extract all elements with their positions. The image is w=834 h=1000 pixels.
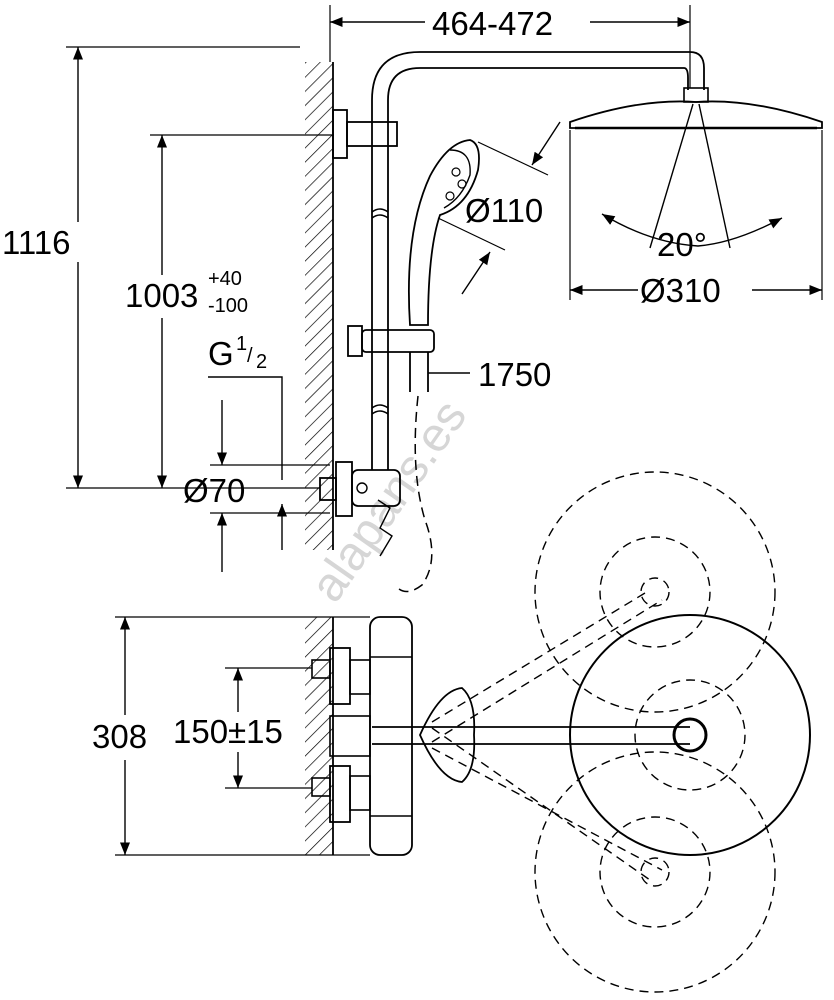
head-shower: [569, 87, 823, 300]
dim-flange: [210, 400, 330, 572]
dim-center-distance: [225, 667, 312, 789]
label-adjust-height: 1003: [125, 277, 198, 314]
wall-lower: [305, 617, 333, 855]
dim-arm-length: [329, 5, 691, 88]
label-arm-length: 464-472: [432, 5, 553, 42]
side-view: [66, 5, 823, 593]
label-thread-den: 2: [256, 351, 267, 373]
thermostat-plan: [311, 616, 413, 856]
upper-wall-bracket: [332, 109, 398, 159]
head-shower-plan: [569, 614, 811, 856]
label-flange-diameter: Ø70: [183, 472, 245, 509]
label-hand-shower-diameter: Ø110: [465, 192, 543, 229]
dim-thread: [208, 376, 288, 550]
hand-shower: [408, 121, 561, 326]
dimension-labels: 464-472 1116 1003 +40 -100 G 1 / 2 Ø70 Ø…: [2, 5, 721, 755]
hand-shower-plan: [419, 687, 476, 783]
slider-holder: [347, 325, 470, 392]
dim-adjust-height: [150, 134, 334, 488]
label-adjust-tol-plus: +40: [208, 268, 242, 290]
label-mixer-height: 308: [92, 718, 147, 755]
wall-upper: [305, 62, 333, 550]
label-thread-prefix: G: [208, 335, 234, 372]
plan-view: [115, 471, 811, 993]
dim-total-height: [66, 46, 320, 489]
label-adjust-tol-minus: -100: [208, 295, 248, 317]
dim-mixer-height: [115, 616, 370, 856]
thermostat-side: [319, 461, 401, 557]
label-head-shower-diameter: Ø310: [640, 272, 721, 309]
label-thread-slash: /: [247, 345, 253, 367]
label-tilt-angle: 20°: [657, 226, 707, 263]
label-center-distance: 150±15: [173, 713, 283, 750]
label-thread-num: 1: [236, 333, 247, 355]
shower-hose: [394, 395, 433, 593]
riser-pipe: [371, 51, 705, 470]
label-hose-length: 1750: [478, 356, 551, 393]
label-total-height: 1116: [2, 224, 71, 261]
rotation-envelopes: [431, 471, 776, 993]
